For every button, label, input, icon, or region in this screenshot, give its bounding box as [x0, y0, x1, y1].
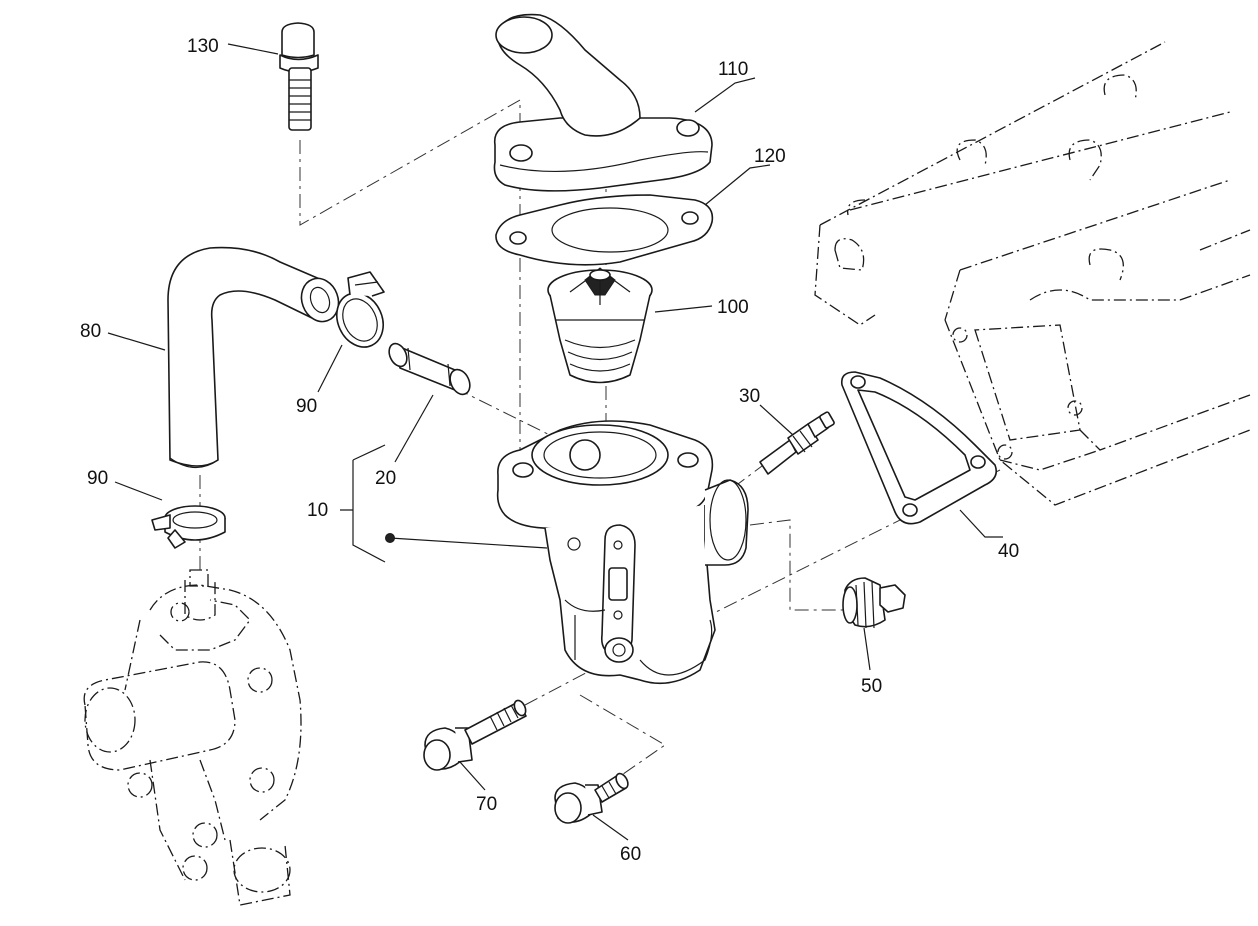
part-10-thermostat-housing [496, 420, 749, 685]
part-130-bolt [279, 22, 319, 131]
part-100-thermostat [547, 267, 653, 384]
label-60: 60 [620, 844, 641, 865]
part-60-short-bolt [554, 772, 629, 824]
label-70: 70 [476, 794, 497, 815]
label-20: 20 [375, 468, 396, 489]
part-120-gasket [495, 194, 714, 266]
label-120: 120 [754, 146, 786, 167]
label-100: 100 [717, 297, 749, 318]
part-40-gasket [840, 371, 998, 525]
part-50-plug [842, 577, 906, 629]
part-number-labels: 130 110 120 100 80 90 20 30 10 90 40 50 … [80, 36, 1019, 865]
label-110: 110 [718, 59, 748, 80]
label-40: 40 [998, 541, 1019, 562]
label-30: 30 [739, 386, 760, 407]
label-90-upper: 90 [296, 396, 317, 417]
part-80-hose [167, 246, 340, 469]
part-90-hose-clamp-upper [336, 271, 385, 348]
label-130: 130 [187, 36, 219, 57]
label-90-lower: 90 [87, 468, 108, 489]
label-50: 50 [861, 676, 882, 697]
part-20-pipe [388, 342, 471, 396]
part-90-hose-clamp-lower [151, 505, 226, 549]
leader-lines [107, 43, 1003, 841]
part-110-thermostat-cover [493, 13, 713, 192]
water-pump-outline [83, 569, 302, 906]
label-10: 10 [307, 500, 328, 521]
engine-block-outline [814, 41, 1251, 506]
part-70-long-bolt [423, 699, 527, 771]
part-30-temperature-sensor [759, 411, 835, 475]
label-80: 80 [80, 321, 101, 342]
